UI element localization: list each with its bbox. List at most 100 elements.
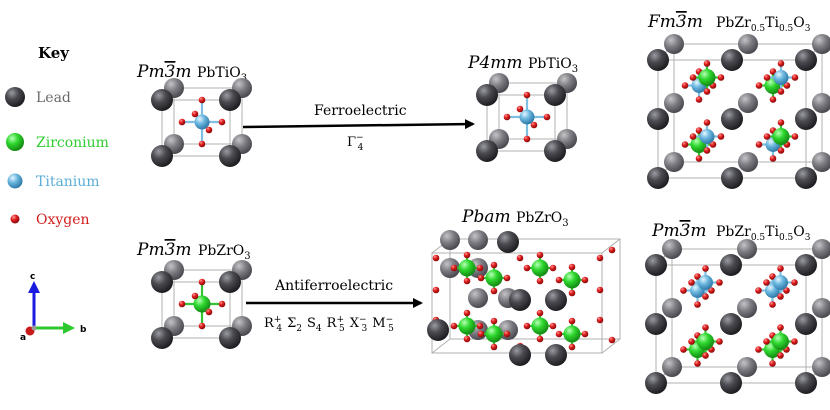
oxygen-atom xyxy=(777,293,784,300)
lead-atom xyxy=(219,327,241,349)
lead-atom xyxy=(795,372,817,394)
irrep-0: R xyxy=(264,316,275,331)
lead-atom xyxy=(509,344,531,366)
a-axis-label: a xyxy=(20,333,26,343)
oxygen-atom xyxy=(688,279,695,286)
antiferroelectric-label: Antiferroelectric xyxy=(274,278,393,294)
oxygen-atom xyxy=(791,74,799,81)
oxygen-atom xyxy=(777,147,785,154)
oxygen-atom xyxy=(716,338,723,345)
lead-atom xyxy=(645,313,667,335)
oxygen-atom xyxy=(191,292,199,300)
lead-atom xyxy=(476,84,498,106)
unit-cell-edge xyxy=(498,82,568,140)
lead-atom xyxy=(737,298,757,318)
oxygen-atom xyxy=(777,324,784,331)
oxygen-atom xyxy=(755,346,762,353)
oxygen-atom xyxy=(716,279,723,286)
oxygen-atom xyxy=(689,74,697,81)
label-pbtio3-cubic: Pm3m PbTiO3 xyxy=(136,62,247,84)
oxygen-atom xyxy=(568,263,576,271)
oxygen-atom xyxy=(608,336,616,344)
oxygen-atom xyxy=(703,147,711,154)
lead-atom xyxy=(721,108,743,130)
zirconium-atom xyxy=(485,269,503,287)
lead-atom xyxy=(497,231,519,253)
key-label-titanium: Titanium xyxy=(36,174,100,190)
oxygen-atom xyxy=(608,246,616,254)
oxygen-atom xyxy=(717,133,725,140)
lead-atom xyxy=(812,34,830,54)
oxygen-atom xyxy=(783,287,790,294)
oxygen-atom xyxy=(536,335,544,343)
oxygen-atom xyxy=(555,330,563,338)
lead-atom xyxy=(544,140,566,162)
oxygen-atom xyxy=(516,105,524,113)
oxygen-atom xyxy=(596,316,604,324)
unit-cell-edge xyxy=(486,94,556,152)
lead-atom xyxy=(812,239,830,259)
oxygen-atom xyxy=(536,251,544,259)
unit-cell-edge xyxy=(601,338,621,354)
svg-text:PbTiO3: PbTiO3 xyxy=(528,56,578,75)
unit-cell-edge xyxy=(449,238,621,340)
oxygen-atom xyxy=(191,110,199,118)
lead-atom xyxy=(795,313,817,335)
oxygen-atom xyxy=(490,317,498,325)
oxygen-atom xyxy=(769,360,776,367)
lead-atom xyxy=(720,313,742,335)
lead-atom xyxy=(812,93,830,113)
titanium-atom xyxy=(698,275,713,290)
lead-atom xyxy=(440,230,460,250)
oxygen-atom xyxy=(523,91,531,99)
svg-text:Pm3m: Pm3m xyxy=(136,240,192,260)
svg-text:PbZrO3: PbZrO3 xyxy=(516,210,569,229)
lead-atom xyxy=(662,357,682,377)
oxygen-atom xyxy=(555,276,563,284)
lead-atom xyxy=(545,344,567,366)
irrep-1: Σ xyxy=(287,316,296,331)
zirconium-atom xyxy=(772,128,790,145)
oxygen-atom xyxy=(755,287,762,294)
lead-atom xyxy=(509,289,531,311)
key-panel: Key Lead Zirconium Titanium Oxygen xyxy=(5,44,109,228)
formula-pbtio3: PbTiO xyxy=(197,65,241,81)
oxygen-atom xyxy=(503,274,511,282)
label-pzt-fm3m: Fm3m PbZr0.5Ti0.5O3 xyxy=(647,12,811,34)
oxygen-atom xyxy=(681,82,689,89)
lead-atom-icon xyxy=(5,87,25,107)
unit-cell-edge xyxy=(431,338,451,354)
oxygen-atom xyxy=(476,264,484,272)
unit-cell-edge xyxy=(173,87,243,145)
lead-atom xyxy=(738,93,758,113)
lead-atom xyxy=(427,319,449,341)
svg-text:PbZr0.5Ti0.5O3: PbZr0.5Ti0.5O3 xyxy=(716,15,811,34)
oxygen-atom xyxy=(695,155,703,162)
lead-atom xyxy=(647,108,669,130)
lead-atom xyxy=(738,152,758,172)
oxygen-atom xyxy=(689,133,697,140)
oxygen-atom xyxy=(477,274,485,282)
oxygen-atom xyxy=(777,119,785,126)
irrep-4: X xyxy=(350,316,360,331)
oxygen-atom xyxy=(476,322,484,330)
oxygen-atom xyxy=(450,264,458,272)
irrep-3: R xyxy=(327,316,338,331)
oxygen-atom xyxy=(463,335,471,343)
titanium-atom xyxy=(773,70,789,85)
oxygen-atom xyxy=(777,352,784,359)
oxygen-atom xyxy=(680,346,687,353)
space-group-p4mm: P4mm xyxy=(467,53,523,73)
label-pbzro3-cubic: Pm3m PbZrO3 xyxy=(136,240,251,262)
oxygen-atom xyxy=(702,293,709,300)
ferroelectric-transition: Ferroelectric Γ−4 xyxy=(242,103,475,153)
lead-atom xyxy=(544,84,566,106)
oxygen-atom xyxy=(791,338,798,345)
pzt-pm3m-structure xyxy=(645,239,830,394)
oxygen-atom xyxy=(777,60,785,67)
zirconium-atom xyxy=(531,259,549,277)
lead-atom xyxy=(812,357,830,377)
lead-atom xyxy=(219,89,241,111)
oxygen-atom xyxy=(463,251,471,259)
